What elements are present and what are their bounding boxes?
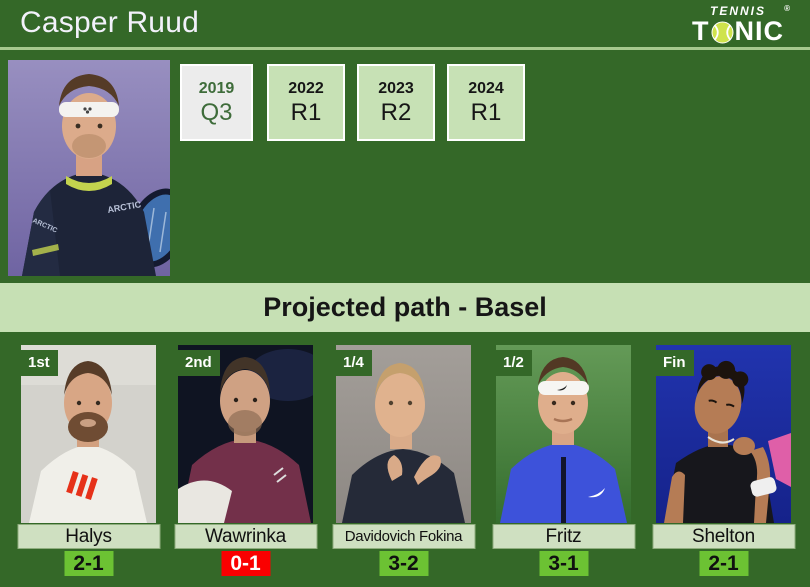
opponent-card-halys[interactable]: 1st Halys 2-1 <box>17 345 160 577</box>
tennis-ball-icon <box>711 21 733 44</box>
year-label: 2019 <box>198 80 235 97</box>
header-divider <box>0 47 810 50</box>
round-badge: Fin <box>656 350 694 376</box>
casper-ruud-photo: ARCTIC ARCTIC <box>8 60 170 276</box>
page-title: Casper Ruud <box>20 6 199 39</box>
round-badge: 1st <box>21 350 58 376</box>
year-box-2019: 2019 Q3 <box>180 64 253 141</box>
projected-path-heading: Projected path - Basel <box>0 283 810 332</box>
shelton-photo <box>656 345 791 523</box>
tennis-tonic-logo[interactable]: TENNIS® T NIC <box>688 4 792 46</box>
year-label: 2023 <box>378 80 414 97</box>
round-badge: 1/2 <box>496 350 532 376</box>
round-badge: 1/4 <box>336 350 372 376</box>
player-name[interactable]: Halys <box>17 524 160 549</box>
opponent-card-wawrinka[interactable]: 2nd Wawrinka 0-1 <box>174 345 317 577</box>
logo-tennis-text: TENNIS® <box>709 4 792 18</box>
registered-mark: ® <box>784 4 792 13</box>
year-result: R2 <box>380 99 412 126</box>
year-result: R1 <box>470 99 502 126</box>
opponent-card-davidovich-fokina[interactable]: 1/4 Davidovich Fokina 3-2 <box>332 345 475 577</box>
year-result: R1 <box>290 99 322 126</box>
year-result: Q3 <box>200 99 233 126</box>
year-box-2023: 2023 R2 <box>357 64 435 141</box>
h2h-score[interactable]: 2-1 <box>64 551 113 576</box>
player-name[interactable]: Shelton <box>652 524 795 549</box>
opponent-card-fritz[interactable]: 1/2 Fritz 3-1 <box>492 345 635 577</box>
player-name[interactable]: Davidovich Fokina <box>332 524 475 549</box>
h2h-score[interactable]: 3-2 <box>379 551 428 576</box>
davidovich-fokina-photo <box>336 345 471 523</box>
year-label: 2024 <box>468 80 504 97</box>
player-name[interactable]: Wawrinka <box>174 524 317 549</box>
h2h-score[interactable]: 2-1 <box>699 551 748 576</box>
opponent-card-shelton[interactable]: Fin Shelton 2-1 <box>652 345 795 577</box>
h2h-score[interactable]: 3-1 <box>539 551 588 576</box>
year-box-2024: 2024 R1 <box>447 64 525 141</box>
h2h-score[interactable]: 0-1 <box>221 551 270 576</box>
player-name[interactable]: Fritz <box>492 524 635 549</box>
logo-tonic-text: T NIC <box>692 16 784 46</box>
year-box-2022: 2022 R1 <box>267 64 345 141</box>
year-label: 2022 <box>288 80 324 97</box>
round-badge: 2nd <box>178 350 220 376</box>
